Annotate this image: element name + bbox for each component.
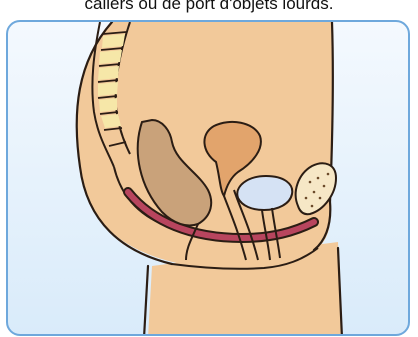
- caption-text: caliers ou de port d'objets lourds.: [0, 0, 418, 14]
- illustration-frame: [6, 20, 410, 336]
- bladder-icon: [237, 176, 292, 210]
- pelvic-anatomy-illustration: [8, 22, 410, 336]
